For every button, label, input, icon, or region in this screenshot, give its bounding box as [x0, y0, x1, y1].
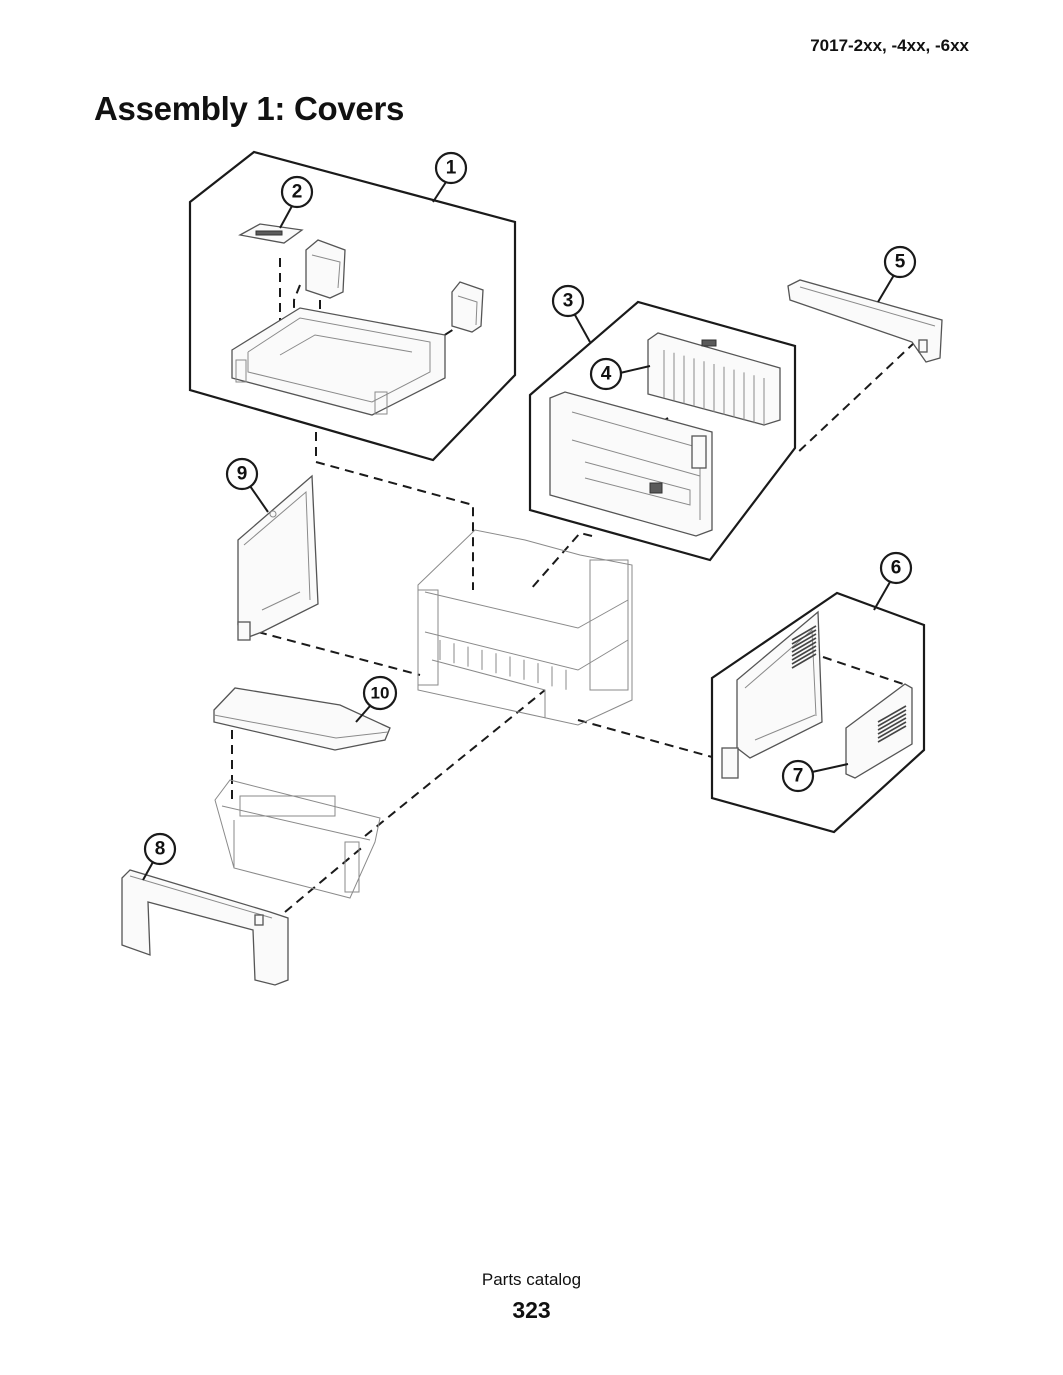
callout-6: 6 — [879, 551, 913, 585]
part-4-rear-door — [647, 332, 781, 426]
detail-line — [791, 633, 817, 649]
group-box-3 — [528, 300, 797, 562]
callout-5: 5 — [883, 245, 917, 279]
detail-line — [791, 625, 817, 641]
detail-line — [791, 641, 817, 657]
footer-label: Parts catalog — [481, 1270, 582, 1289]
part-3-rear-cover — [549, 391, 713, 537]
callout-1: 1 — [434, 151, 468, 185]
detail-line — [877, 725, 907, 743]
part-2-access-cover — [238, 223, 304, 244]
front-frame-assembly — [214, 779, 381, 899]
svg-text:6: 6 — [891, 558, 902, 579]
printer-frame — [417, 529, 633, 726]
callout-3: 3 — [551, 284, 585, 318]
svg-text:7: 7 — [793, 766, 804, 787]
callout-4: 4 — [589, 357, 623, 391]
page-number: 323 — [512, 1297, 551, 1323]
part-6-right-cover — [721, 610, 823, 779]
group-box-6 — [710, 591, 926, 834]
svg-text:3: 3 — [563, 291, 574, 312]
detail-line — [877, 713, 907, 731]
callout-10: 10 — [362, 675, 398, 711]
part-9-left-cover — [237, 474, 319, 641]
svg-text:4: 4 — [601, 364, 612, 385]
detail-line — [877, 705, 907, 723]
detail-line — [877, 717, 907, 735]
svg-text:5: 5 — [895, 252, 906, 273]
detail-line — [877, 709, 907, 727]
model-number: 7017-2xx, -4xx, -6xx — [810, 36, 969, 55]
detail-line — [791, 649, 817, 665]
part-7-access-panel — [845, 683, 913, 779]
svg-text:10: 10 — [371, 684, 390, 703]
exploded-parts-diagram: 1 2 3 4 5 6 7 8 9 10 — [121, 150, 943, 986]
callout-8: 8 — [143, 832, 177, 866]
svg-text:2: 2 — [292, 182, 303, 203]
detail-line — [877, 721, 907, 739]
callout-7: 7 — [781, 759, 815, 793]
callout-2: 2 — [280, 175, 314, 209]
svg-text:8: 8 — [155, 839, 166, 860]
part-1-base-cover — [231, 239, 484, 416]
svg-text:1: 1 — [446, 158, 457, 179]
part-8-front-cover — [121, 869, 289, 986]
detail-line — [791, 637, 817, 653]
page-title: Assembly 1: Covers — [94, 90, 405, 127]
callout-9: 9 — [225, 457, 259, 491]
part-10-operator-panel — [213, 687, 391, 751]
callout-leaders — [142, 181, 895, 881]
svg-text:9: 9 — [237, 464, 248, 485]
group-box-1 — [188, 150, 517, 462]
detail-line — [791, 653, 817, 669]
part-5-top-cover — [787, 279, 943, 363]
detail-line — [791, 645, 817, 661]
detail-line — [791, 629, 817, 645]
